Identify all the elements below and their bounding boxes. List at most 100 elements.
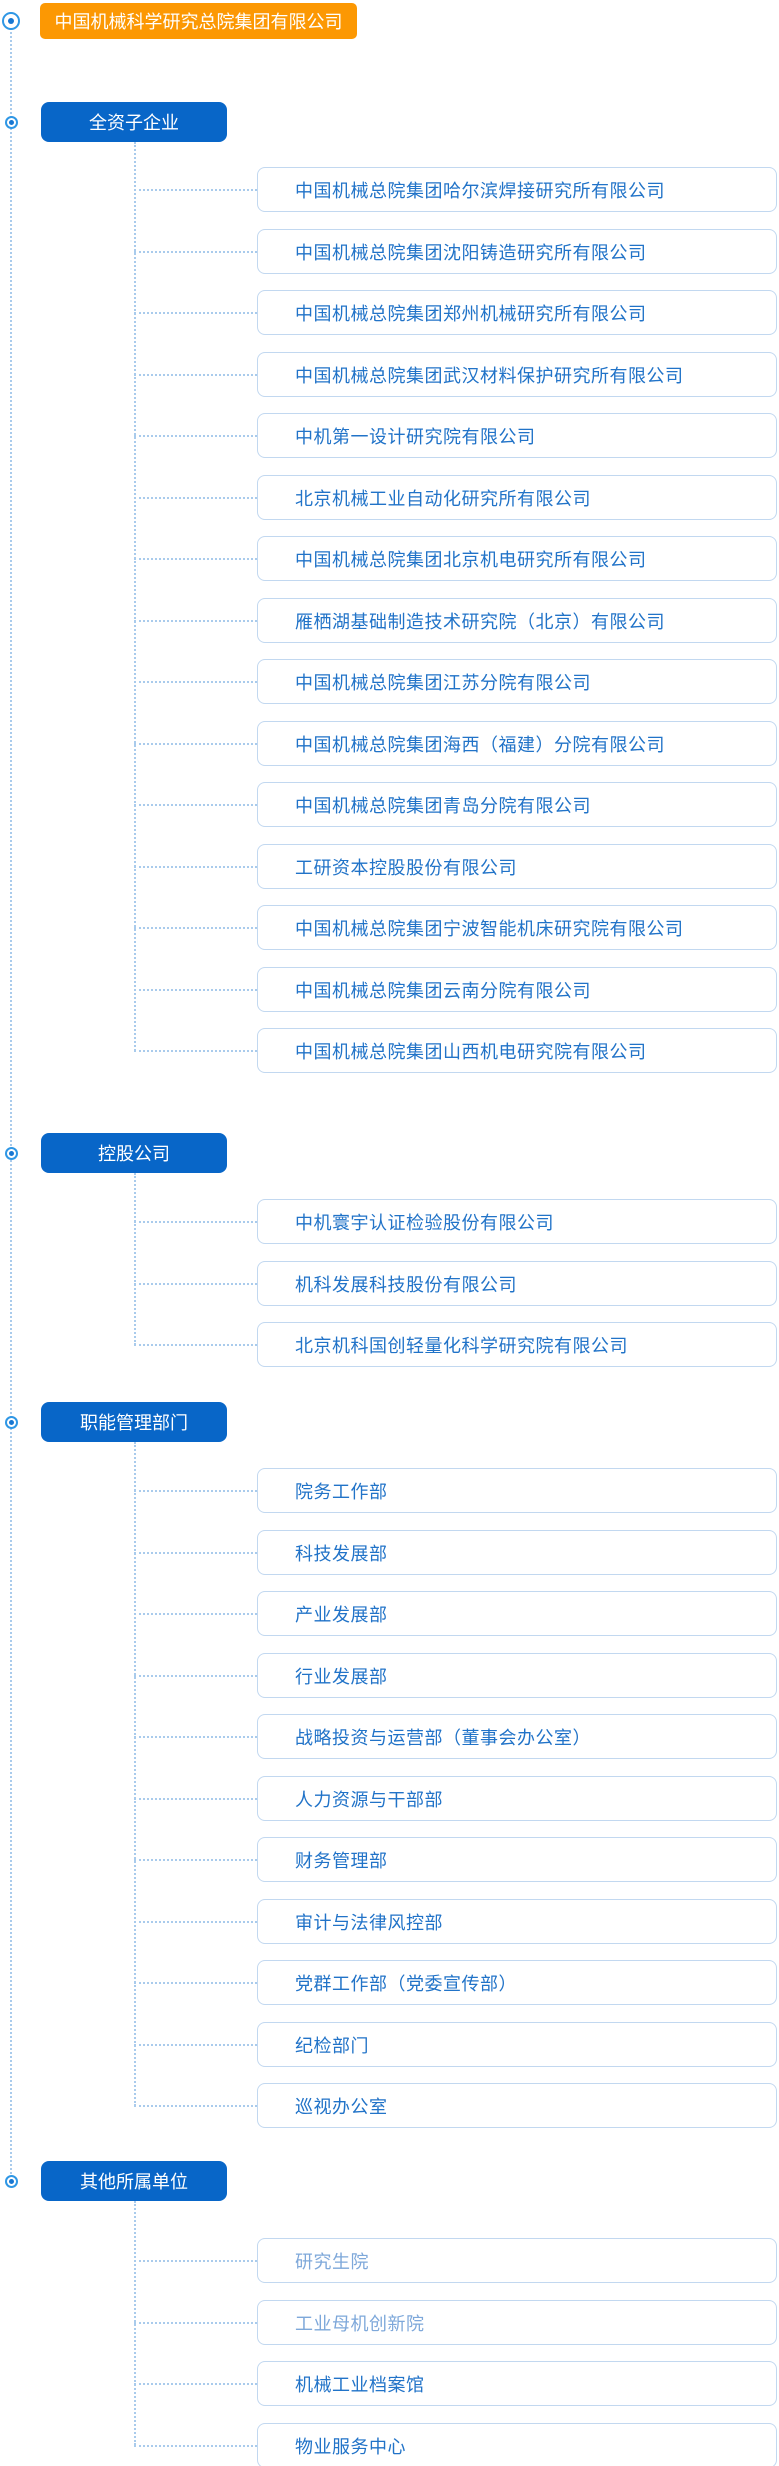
- org-item[interactable]: 北京机械工业自动化研究所有限公司: [257, 475, 777, 520]
- item-connector-line: [134, 680, 257, 683]
- org-item[interactable]: 行业发展部: [257, 1653, 777, 1698]
- org-item[interactable]: 雁栖湖基础制造技术研究院（北京）有限公司: [257, 598, 777, 643]
- org-item[interactable]: 中国机械总院集团北京机电研究所有限公司: [257, 536, 777, 581]
- org-item-label: 雁栖湖基础制造技术研究院（北京）有限公司: [295, 611, 665, 632]
- org-item[interactable]: 财务管理部: [257, 1837, 777, 1882]
- item-connector-line: [134, 2382, 257, 2385]
- org-item[interactable]: 中国机械总院集团云南分院有限公司: [257, 967, 777, 1012]
- item-connector-line: [134, 1489, 257, 1492]
- item-connector-line: [134, 1220, 257, 1223]
- section-header-4[interactable]: 其他所属单位: [41, 2161, 227, 2201]
- org-item-label: 机械工业档案馆: [295, 2374, 425, 2395]
- item-connector-line: [134, 311, 257, 314]
- item-connector-line: [134, 1551, 257, 1554]
- org-item-label: 中机寰宇认证检验股份有限公司: [295, 1212, 554, 1233]
- org-item-label: 战略投资与运营部（董事会办公室）: [295, 1727, 591, 1748]
- org-item-label: 中国机械总院集团宁波智能机床研究院有限公司: [295, 918, 684, 939]
- org-item[interactable]: 物业服务中心: [257, 2423, 777, 2466]
- org-item[interactable]: 中国机械总院集团哈尔滨焊接研究所有限公司: [257, 167, 777, 212]
- org-item-label: 财务管理部: [295, 1850, 388, 1871]
- org-item[interactable]: 中机第一设计研究院有限公司: [257, 413, 777, 458]
- org-item-label: 审计与法律风控部: [295, 1912, 443, 1933]
- org-item[interactable]: 审计与法律风控部: [257, 1899, 777, 1944]
- item-connector-line: [134, 496, 257, 499]
- org-item-label: 工业母机创新院: [295, 2313, 425, 2334]
- org-item-label: 中国机械总院集团武汉材料保护研究所有限公司: [295, 365, 684, 386]
- org-item-label: 中国机械总院集团郑州机械研究所有限公司: [295, 303, 647, 324]
- section-header-label: 全资子企业: [89, 113, 179, 133]
- org-item-label: 研究生院: [295, 2251, 369, 2272]
- org-item[interactable]: 中国机械总院集团江苏分院有限公司: [257, 659, 777, 704]
- section-header-1[interactable]: 全资子企业: [41, 102, 227, 142]
- item-connector-line: [134, 2104, 257, 2107]
- org-item[interactable]: 研究生院: [257, 2238, 777, 2283]
- section-header-3[interactable]: 职能管理部门: [41, 1402, 227, 1442]
- org-item[interactable]: 中国机械总院集团郑州机械研究所有限公司: [257, 290, 777, 335]
- org-item[interactable]: 中国机械总院集团宁波智能机床研究院有限公司: [257, 905, 777, 950]
- org-item[interactable]: 院务工作部: [257, 1468, 777, 1513]
- org-item-label: 纪检部门: [295, 2035, 369, 2056]
- item-connector-line: [134, 2444, 257, 2447]
- org-item[interactable]: 机械工业档案馆: [257, 2361, 777, 2406]
- section-bullet-icon: [4, 1146, 18, 1160]
- section-header-2[interactable]: 控股公司: [41, 1133, 227, 1173]
- org-item-label: 中机第一设计研究院有限公司: [295, 426, 536, 447]
- org-item[interactable]: 工业母机创新院: [257, 2300, 777, 2345]
- org-item[interactable]: 机科发展科技股份有限公司: [257, 1261, 777, 1306]
- item-connector-line: [134, 2259, 257, 2262]
- item-connector-line: [134, 1612, 257, 1615]
- section-header-label: 职能管理部门: [80, 1413, 188, 1433]
- root-bullet-icon: [2, 12, 20, 30]
- item-connector-line: [134, 557, 257, 560]
- org-item[interactable]: 中机寰宇认证检验股份有限公司: [257, 1199, 777, 1244]
- org-item-label: 中国机械总院集团山西机电研究院有限公司: [295, 1041, 647, 1062]
- org-item[interactable]: 中国机械总院集团海西（福建）分院有限公司: [257, 721, 777, 766]
- org-item-label: 工研资本控股股份有限公司: [295, 857, 517, 878]
- org-item-label: 中国机械总院集团海西（福建）分院有限公司: [295, 734, 665, 755]
- org-item[interactable]: 北京机科国创轻量化科学研究院有限公司: [257, 1322, 777, 1367]
- org-item[interactable]: 工研资本控股股份有限公司: [257, 844, 777, 889]
- org-item[interactable]: 纪检部门: [257, 2022, 777, 2067]
- org-item[interactable]: 中国机械总院集团山西机电研究院有限公司: [257, 1028, 777, 1073]
- section-bullet-icon: [4, 1415, 18, 1429]
- section-header-label: 其他所属单位: [80, 2172, 188, 2192]
- item-connector-line: [134, 865, 257, 868]
- org-item-label: 中国机械总院集团云南分院有限公司: [295, 980, 591, 1001]
- item-connector-line: [134, 988, 257, 991]
- org-item[interactable]: 产业发展部: [257, 1591, 777, 1636]
- org-item[interactable]: 巡视办公室: [257, 2083, 777, 2128]
- item-connector-line: [134, 1674, 257, 1677]
- section-bullet-icon: [4, 115, 18, 129]
- org-item-label: 中国机械总院集团青岛分院有限公司: [295, 795, 591, 816]
- branch-connector-line: [134, 1442, 136, 2106]
- bullet-dot: [8, 2178, 14, 2184]
- item-connector-line: [134, 2321, 257, 2324]
- org-item[interactable]: 人力资源与干部部: [257, 1776, 777, 1821]
- root-node[interactable]: 中国机械科学研究总院集团有限公司: [40, 3, 357, 39]
- org-item[interactable]: 科技发展部: [257, 1530, 777, 1575]
- item-connector-line: [134, 1920, 257, 1923]
- item-connector-line: [134, 250, 257, 253]
- section-header-label: 控股公司: [98, 1144, 170, 1164]
- org-item[interactable]: 中国机械总院集团沈阳铸造研究所有限公司: [257, 229, 777, 274]
- bullet-dot: [8, 18, 14, 24]
- org-item-label: 机科发展科技股份有限公司: [295, 1274, 517, 1295]
- branch-connector-line: [134, 1173, 136, 1345]
- org-item-label: 人力资源与干部部: [295, 1789, 443, 1810]
- org-item-label: 中国机械总院集团哈尔滨焊接研究所有限公司: [295, 180, 665, 201]
- item-connector-line: [134, 1797, 257, 1800]
- section-bullet-icon: [4, 2174, 18, 2188]
- org-item[interactable]: 中国机械总院集团青岛分院有限公司: [257, 782, 777, 827]
- org-item[interactable]: 中国机械总院集团武汉材料保护研究所有限公司: [257, 352, 777, 397]
- org-item-label: 行业发展部: [295, 1666, 388, 1687]
- org-item[interactable]: 战略投资与运营部（董事会办公室）: [257, 1714, 777, 1759]
- bullet-dot: [8, 119, 14, 125]
- org-item-label: 北京机械工业自动化研究所有限公司: [295, 488, 591, 509]
- org-item[interactable]: 党群工作部（党委宣传部）: [257, 1960, 777, 2005]
- org-item-label: 产业发展部: [295, 1604, 388, 1625]
- item-connector-line: [134, 742, 257, 745]
- item-connector-line: [134, 1282, 257, 1285]
- org-item-label: 科技发展部: [295, 1543, 388, 1564]
- org-item-label: 中国机械总院集团江苏分院有限公司: [295, 672, 591, 693]
